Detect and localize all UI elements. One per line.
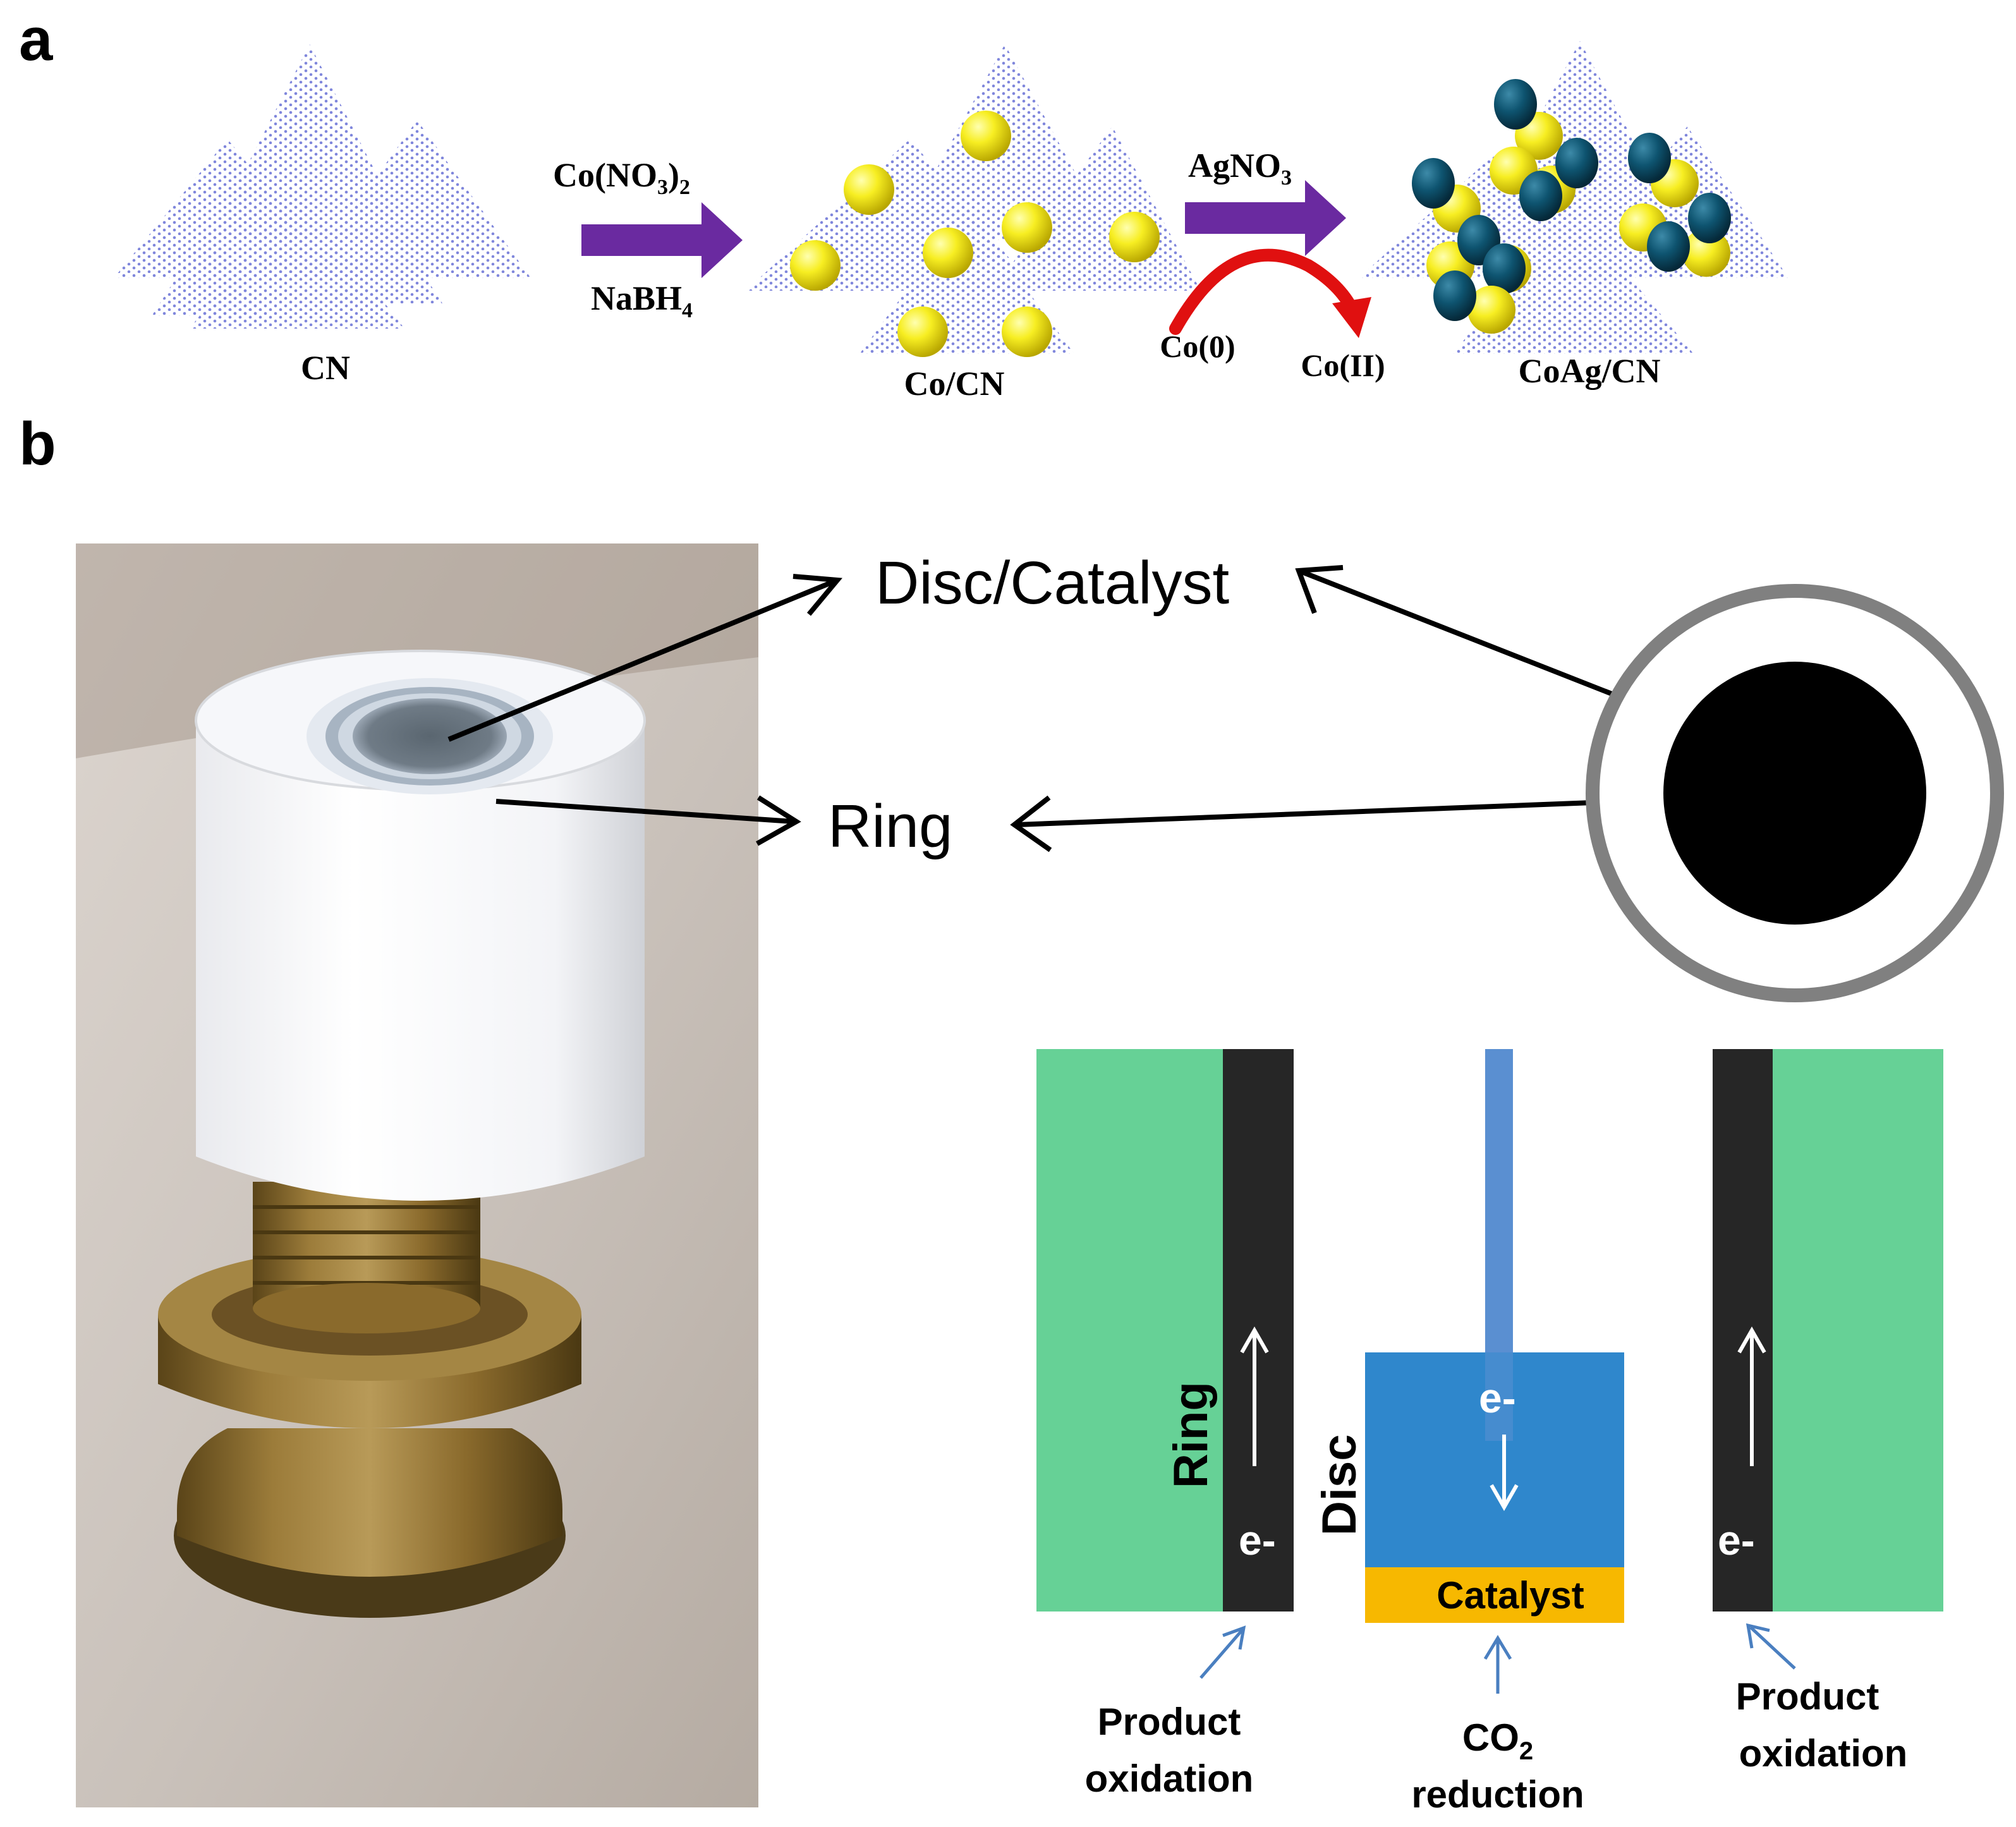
label-catalyst: Catalyst [1436, 1574, 1584, 1617]
label-disc-catalyst: Disc/Catalyst [875, 549, 1229, 617]
redox-curved-arrow [1169, 248, 1359, 335]
label-cn: CN [301, 349, 350, 387]
reagent-2-top: AgNO3 [1188, 147, 1292, 190]
label-product-left-1: Product [1098, 1701, 1241, 1743]
disc-shaft [1485, 1049, 1513, 1352]
label-co2-reduction-2: reduction [1411, 1773, 1584, 1816]
reagent-1-bottom: NaBH4 [591, 279, 693, 322]
label-co-cn: Co/CN [904, 365, 1005, 403]
label-ring: Ring [828, 792, 952, 860]
label-co2: Co(II) [1301, 348, 1385, 383]
cn-structure [114, 44, 531, 329]
redox-arrow-head [1332, 297, 1371, 338]
co-particles-co-cn [790, 111, 1160, 357]
label-coag-cn: CoAg/CN [1519, 352, 1661, 390]
label-product-right-1: Product [1736, 1675, 1879, 1718]
label-product-left-2: oxidation [1085, 1757, 1254, 1800]
label-e-right: e- [1718, 1517, 1755, 1563]
rrde-cross-section: e- e- e- Catalyst Ring Disc Product oxid… [1036, 1049, 1943, 1816]
reagent-1-top: Co(NO3)2 [553, 156, 690, 199]
left-ring-electrode [1223, 1049, 1294, 1612]
label-e-left: e- [1239, 1517, 1276, 1563]
label-e-disc: e- [1479, 1375, 1516, 1421]
panel-b-letter: b [19, 410, 56, 478]
label-product-right-2: oxidation [1739, 1732, 1908, 1775]
panel-a-letter: a [19, 6, 53, 73]
reaction-arrow-1 [581, 202, 743, 278]
catalyst-layer [1365, 1567, 1624, 1623]
coag-particles [1412, 79, 1731, 334]
right-insulator [1773, 1049, 1943, 1612]
right-ring-electrode [1713, 1049, 1775, 1612]
label-co2-reduction-1: CO2 [1462, 1716, 1533, 1765]
label-co0: Co(0) [1160, 329, 1235, 364]
label-ring-vertical: Ring [1164, 1381, 1218, 1488]
co-cn-structure [746, 44, 1201, 354]
reaction-arrow-2 [1185, 180, 1346, 256]
rrde-top-view [1586, 584, 2004, 1002]
electrode-photo [76, 543, 758, 1807]
label-disc-vertical: Disc [1313, 1434, 1366, 1536]
left-insulator [1036, 1049, 1226, 1612]
